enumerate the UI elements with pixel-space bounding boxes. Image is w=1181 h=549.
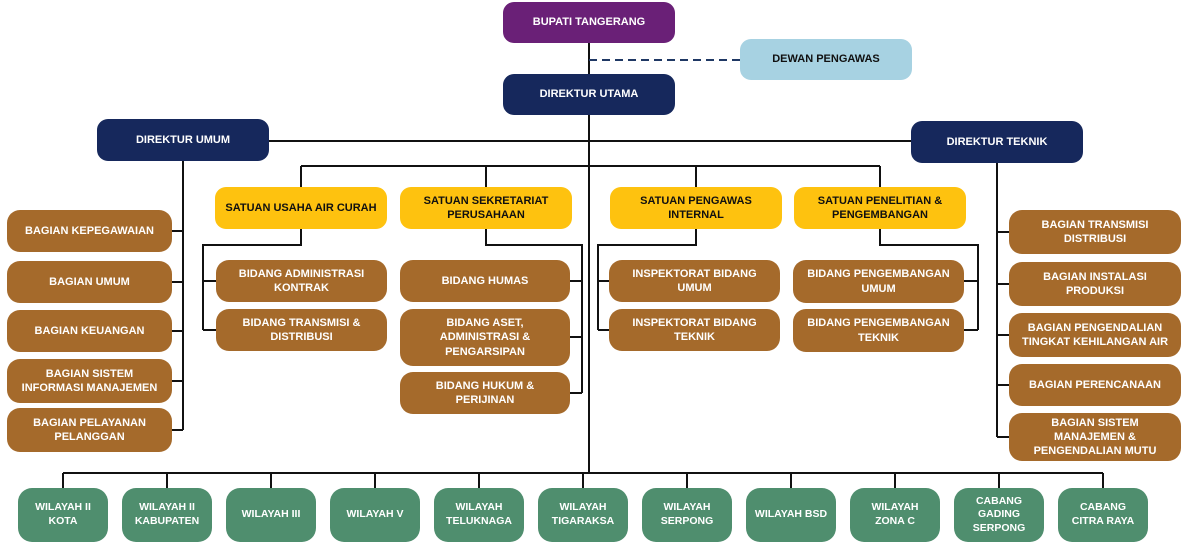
node-bagian-sistem-manajemen-pengendalian-mutu: BAGIAN SISTEM MANAJEMEN & PENGENDALIAN M… [1009,413,1181,461]
node-bidang-humas: BIDANG HUMAS [400,260,570,302]
node-bagian-keuangan: BAGIAN KEUANGAN [7,310,172,352]
node-wilayah-ii-kabupaten: WILAYAH II KABUPATEN [122,488,212,542]
node-bupati-tangerang: BUPATI TANGERANG [503,2,675,43]
node-wilayah-bsd: WILAYAH BSD [746,488,836,542]
node-wilayah-serpong: WILAYAH SERPONG [642,488,732,542]
node-cabang-gading-serpong: CABANG GADING SERPONG [954,488,1044,542]
node-wilayah-teluknaga: WILAYAH TELUKNAGA [434,488,524,542]
node-bidang-pengembangan-teknik: BIDANG PENGEMBANGAN TEKNIK [793,309,964,352]
node-bidang-transmisi-distribusi: BIDANG TRANSMISI & DISTRIBUSI [216,309,387,351]
node-bagian-kepegawaian: BAGIAN KEPEGAWAIAN [7,210,172,252]
node-satuan-usaha-air-curah: SATUAN USAHA AIR CURAH [215,187,387,229]
node-cabang-citra-raya: CABANG CITRA RAYA [1058,488,1148,542]
node-bagian-sistem-informasi-manajemen: BAGIAN SISTEM INFORMASI MANAJEMEN [7,359,172,403]
node-bagian-transmisi-distribusi: BAGIAN TRANSMISI DISTRIBUSI [1009,210,1181,254]
node-wilayah-ii-kota: WILAYAH II KOTA [18,488,108,542]
node-direktur-umum: DIREKTUR UMUM [97,119,269,161]
node-bagian-umum: BAGIAN UMUM [7,261,172,303]
node-bidang-aset-administrasi-pengarsipan: BIDANG ASET, ADMINISTRASI & PENGARSIPAN [400,309,570,366]
node-bagian-instalasi-produksi: BAGIAN INSTALASI PRODUKSI [1009,262,1181,306]
node-wilayah-iii: WILAYAH III [226,488,316,542]
node-bidang-administrasi-kontrak: BIDANG ADMINISTRASI KONTRAK [216,260,387,302]
node-dewan-pengawas: DEWAN PENGAWAS [740,39,912,80]
node-bagian-pelayanan-pelanggan: BAGIAN PELAYANAN PELANGGAN [7,408,172,452]
node-wilayah-v: WILAYAH V [330,488,420,542]
node-bagian-perencanaan: BAGIAN PERENCANAAN [1009,364,1181,406]
node-inspektorat-bidang-umum: INSPEKTORAT BIDANG UMUM [609,260,780,302]
node-satuan-penelitian-pengembangan: SATUAN PENELITIAN & PENGEMBANGAN [794,187,966,229]
node-satuan-pengawas-internal: SATUAN PENGAWAS INTERNAL [610,187,782,229]
node-wilayah-tigaraksa: WILAYAH TIGARAKSA [538,488,628,542]
node-direktur-teknik: DIREKTUR TEKNIK [911,121,1083,163]
node-inspektorat-bidang-teknik: INSPEKTORAT BIDANG TEKNIK [609,309,780,351]
node-bagian-pengendalian-tingkat-kehilangan-air: BAGIAN PENGENDALIAN TINGKAT KEHILANGAN A… [1009,313,1181,357]
node-bidang-pengembangan-umum: BIDANG PENGEMBANGAN UMUM [793,260,964,303]
node-direktur-utama: DIREKTUR UTAMA [503,74,675,115]
node-bidang-hukum-perijinan: BIDANG HUKUM & PERIJINAN [400,372,570,414]
node-wilayah-zona-c: WILAYAH ZONA C [850,488,940,542]
node-satuan-sekretariat-perusahaan: SATUAN SEKRETARIAT PERUSAHAAN [400,187,572,229]
